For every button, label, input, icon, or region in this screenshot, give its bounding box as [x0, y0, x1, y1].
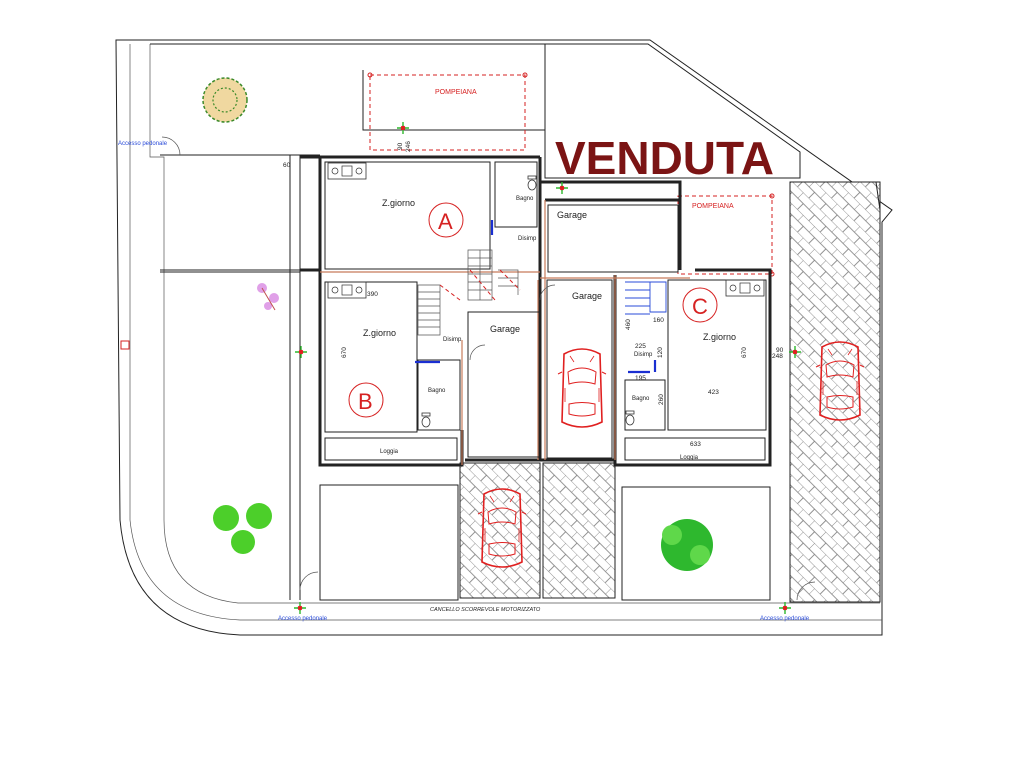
unit-b-garage — [467, 311, 541, 458]
unit-c-toilet — [625, 410, 635, 426]
room-label: Disimp — [634, 352, 653, 358]
room-label: Loggia — [380, 449, 399, 455]
room-label: Loggia — [680, 455, 699, 461]
lamp-1 — [396, 121, 410, 135]
paved-drive-center-left — [459, 462, 541, 599]
pedestrian-access-label: Accesso pedonale — [278, 616, 328, 622]
unit-a-garage — [546, 279, 613, 459]
room-label: Z.giorno — [703, 332, 736, 342]
unit-c-stair — [625, 281, 667, 315]
pergola-1 — [369, 74, 526, 151]
tree-top-left — [202, 77, 248, 123]
dimension: 670 — [341, 347, 348, 358]
unit-b-living — [324, 281, 418, 433]
unit-a-toilet — [527, 175, 537, 191]
unit-c-kitchen — [725, 279, 765, 297]
dimension: 248 — [772, 353, 783, 360]
unit-b-marker — [348, 382, 384, 418]
dimension: 670 — [741, 347, 748, 358]
unit-a-marker — [428, 202, 464, 238]
building-outline — [300, 155, 772, 467]
room-label: Z.giorno — [382, 198, 415, 208]
paved-drive-center-right — [542, 462, 616, 599]
unit-a-living — [324, 161, 491, 270]
room-label: Garage — [490, 324, 520, 334]
room-label: Bagno — [516, 196, 534, 202]
garden-fence — [160, 154, 320, 600]
garden-lower-left — [319, 484, 459, 601]
room-label: Bagno — [632, 396, 650, 402]
unit-b-bath — [417, 359, 461, 431]
tree-lower-right — [661, 519, 713, 571]
unit-b-kitchen — [327, 281, 367, 299]
dimension: 460 — [625, 319, 632, 330]
gate-label: CANCELLO SCORREVOLE MOTORIZZATO — [430, 607, 541, 613]
unit-letter: C — [692, 294, 708, 319]
unit-c-loggia — [624, 437, 766, 461]
dimension: 60 — [283, 162, 291, 169]
dimension: 260 — [658, 394, 665, 405]
garden-lower-right — [621, 486, 771, 601]
room-label: Z.giorno — [363, 328, 396, 338]
room-label: Bagno — [428, 388, 446, 394]
unit-b-stair — [417, 284, 441, 336]
dimension: 90 — [397, 142, 404, 150]
lamp-2 — [294, 345, 308, 359]
dimension: 246 — [405, 141, 412, 152]
dimension: 225 — [635, 343, 646, 350]
room-label: Disimp — [518, 236, 537, 242]
lamp-5 — [778, 601, 792, 615]
unit-c-marker — [682, 287, 718, 323]
sold-banner: VENDUTA — [555, 132, 774, 184]
pergola-label: POMPEIANA — [435, 89, 477, 96]
north-yard-right — [544, 43, 801, 179]
garage-top — [547, 204, 679, 273]
dimension: 195 — [635, 375, 646, 382]
car-garage-a — [557, 348, 607, 428]
unit-b-loggia — [324, 437, 458, 461]
room-label: Garage — [557, 210, 587, 220]
dimension: 390 — [367, 291, 378, 298]
dimension: 423 — [708, 389, 719, 396]
unit-letter: A — [438, 209, 453, 234]
shrubs-lower-left — [213, 503, 272, 554]
lot-boundary — [115, 39, 893, 636]
lamp-4 — [293, 601, 307, 615]
unit-a-kitchen — [327, 162, 367, 180]
pedestrian-access-label: Accesso pedonale — [760, 616, 810, 622]
unit-a-bath — [494, 161, 538, 228]
unit-c-living — [667, 279, 767, 431]
inner-lot-boundary — [149, 44, 880, 604]
room-label: Disimp — [443, 337, 462, 343]
pergola-label: POMPEIANA — [692, 203, 734, 210]
unit-letter: B — [358, 389, 373, 414]
room-label: Garage — [572, 291, 602, 301]
paved-drive-right-top — [789, 181, 881, 603]
dimension: 633 — [690, 441, 701, 448]
sidewalk-line — [129, 44, 882, 621]
dimension: 90 — [776, 347, 784, 354]
flowers — [257, 283, 279, 311]
dimension: 160 — [653, 317, 664, 324]
unit-c-bath — [624, 379, 666, 431]
unit-b-toilet — [421, 412, 431, 428]
dimension: 120 — [657, 347, 664, 358]
pedestrian-access-label: Accesso pedonale — [118, 141, 168, 147]
